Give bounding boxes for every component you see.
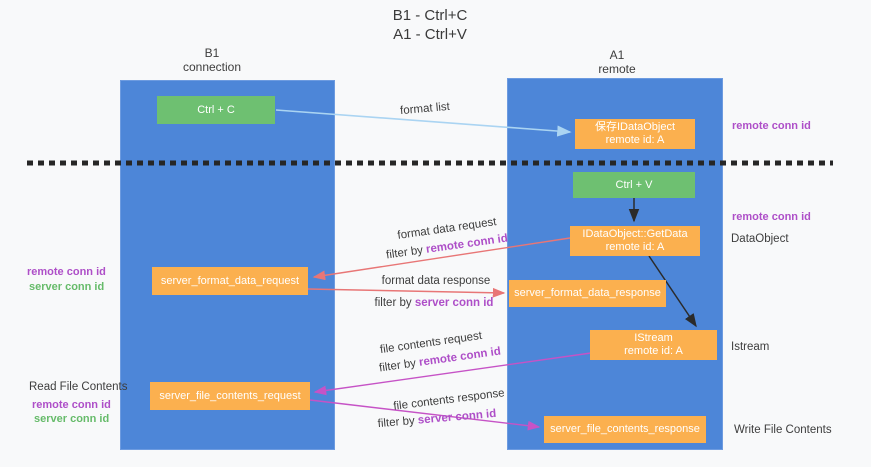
node-istream-line1: IStream bbox=[634, 332, 673, 344]
side-write-file-contents: Write File Contents bbox=[734, 424, 832, 436]
title-line-2: A1 - Ctrl+V bbox=[393, 26, 467, 43]
left-column-name: B1 bbox=[204, 46, 220, 60]
side-remote-conn-id-top: remote conn id bbox=[732, 120, 811, 132]
server-conn-id-text: server conn id bbox=[414, 297, 494, 309]
node-getdata: IDataObject::GetData remote id: A bbox=[570, 226, 700, 256]
filter-by-text: filter by bbox=[385, 244, 424, 262]
side-remote-conn-id-bottom: remote conn id bbox=[32, 399, 111, 411]
node-server-file-contents-request: server_file_contents_request bbox=[150, 382, 310, 410]
node-server-format-data-request: server_format_data_request bbox=[152, 267, 308, 295]
node-server-file-contents-response-label: server_file_contents_response bbox=[550, 423, 700, 435]
side-istream: Istream bbox=[731, 341, 770, 353]
right-column-header: A1 remote bbox=[547, 48, 687, 76]
side-read-file-contents: Read File Contents bbox=[29, 381, 128, 393]
node-istream: IStream remote id: A bbox=[590, 330, 717, 360]
node-getdata-line2: remote id: A bbox=[605, 241, 665, 253]
left-column-role: connection bbox=[182, 60, 242, 74]
side-dataobject: DataObject bbox=[731, 233, 789, 245]
diagram-title: B1 - Ctrl+C A1 - Ctrl+V bbox=[330, 6, 530, 44]
side-remote-conn-id-left: remote conn id bbox=[27, 266, 106, 278]
right-column-name: A1 bbox=[609, 48, 625, 62]
node-server-format-data-response: server_format_data_response bbox=[509, 280, 666, 307]
filter-by-text: filter by bbox=[378, 357, 417, 375]
node-istream-line2: remote id: A bbox=[624, 345, 683, 357]
node-ctrl-v: Ctrl + V bbox=[573, 172, 695, 198]
node-server-file-contents-request-label: server_file_contents_request bbox=[159, 389, 301, 402]
side-server-conn-id-left: server conn id bbox=[29, 281, 105, 293]
filter-by-text: filter by bbox=[374, 297, 412, 309]
format-data-response-arrow bbox=[307, 287, 506, 298]
right-column-role: remote bbox=[598, 62, 636, 76]
label-format-list: format list bbox=[399, 100, 451, 118]
side-server-conn-id-bottom: server conn id bbox=[34, 413, 110, 425]
title-line-1: B1 - Ctrl+C bbox=[392, 7, 468, 24]
server-conn-id-text: server conn id bbox=[417, 407, 497, 427]
filter-by-text: filter by bbox=[377, 414, 416, 431]
node-server-format-data-request-label: server_format_data_request bbox=[160, 274, 300, 287]
node-server-format-data-response-label: server_format_data_response bbox=[514, 287, 661, 299]
node-ctrl-c: Ctrl + C bbox=[157, 96, 275, 124]
node-getdata-line1: IDataObject::GetData bbox=[582, 228, 688, 240]
label-format-data-response: format data response bbox=[381, 275, 491, 287]
node-ctrl-c-label: Ctrl + C bbox=[197, 103, 235, 116]
node-store-dataobject: 保存IDataObject remote id: A bbox=[575, 119, 695, 149]
node-store-dataobject-line2: remote id: A bbox=[605, 134, 665, 146]
node-ctrl-v-label: Ctrl + V bbox=[615, 178, 653, 191]
node-server-file-contents-response: server_file_contents_response bbox=[544, 416, 706, 443]
label-filter-by-server-1: filter by server conn id bbox=[344, 297, 524, 309]
left-column-header: B1 connection bbox=[142, 46, 282, 74]
side-remote-conn-id-mid: remote conn id bbox=[732, 211, 811, 223]
node-store-dataobject-line1: 保存IDataObject bbox=[594, 121, 676, 133]
